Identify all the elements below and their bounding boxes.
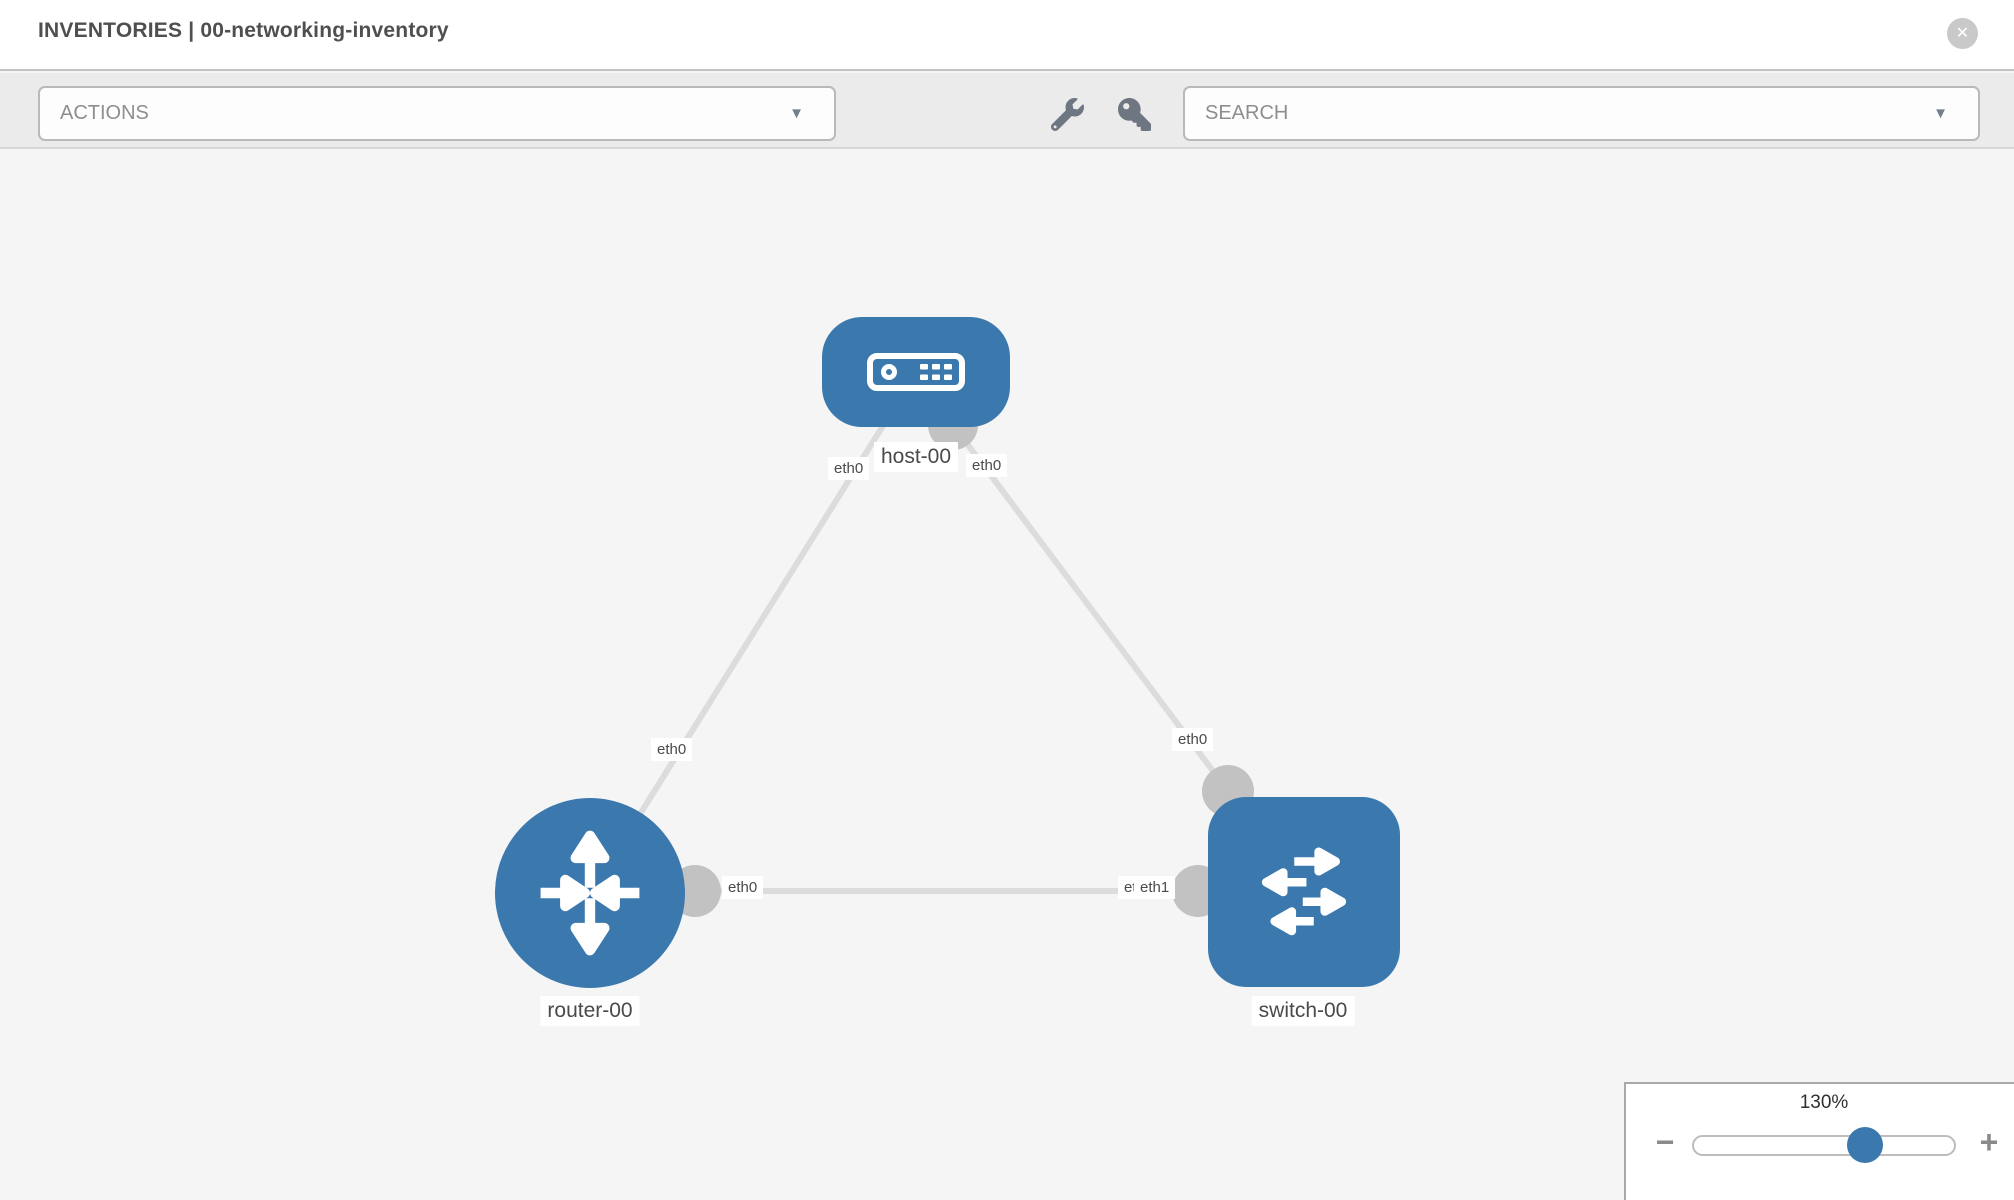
switch-arrows-icon [1261,847,1347,936]
node-host-00[interactable] [822,317,1010,427]
server-icon [867,353,965,391]
wrench-icon-glyph [1050,98,1084,132]
iface-label-switch-eth1: eth1 [1134,876,1176,899]
node-label-switch: switch-00 [1251,996,1355,1026]
node-router-00[interactable] [495,798,685,988]
zoom-control-panel: 130% − + [1624,1082,2014,1200]
iface-label-router-to-switch: eth0 [722,876,764,899]
key-icon-glyph [1118,98,1151,131]
iface-label-switch-to-host: eth0 [1172,728,1214,751]
actions-dropdown[interactable]: ACTIONS ▼ [38,86,836,141]
links-layer [587,371,1304,917]
router-arrows-icon [540,830,640,956]
close-icon[interactable]: ✕ [1947,18,1978,49]
search-dropdown[interactable]: SEARCH ▼ [1183,86,1980,141]
chevron-down-icon: ▼ [789,105,804,122]
iface-label-host-to-switch: eth0 [966,454,1008,477]
page-title: INVENTORIES | 00-networking-inventory [38,19,449,42]
zoom-in-button[interactable]: + [1979,1124,1999,1160]
node-switch-00[interactable] [1208,797,1400,987]
zoom-out-button[interactable]: − [1655,1124,1675,1160]
zoom-slider[interactable] [1692,1135,1956,1156]
wrench-icon[interactable] [1050,98,1084,132]
zoom-level-value: 130% [1799,1092,1849,1113]
node-label-host: host-00 [873,442,959,472]
zoom-slider-thumb[interactable] [1847,1127,1883,1163]
chevron-down-icon: ▼ [1933,105,1948,122]
topology-canvas[interactable]: host-00 router-00 switch-00 eth0 eth0 et… [0,151,2014,1200]
key-icon[interactable] [1118,98,1151,131]
header-bar: INVENTORIES | 00-networking-inventory ✕ [0,0,2014,71]
toolbar: ACTIONS ▼ SEARCH ▼ [0,73,2014,149]
iface-label-host-to-router: eth0 [828,457,870,480]
iface-label-router-to-host: eth0 [651,738,693,761]
search-placeholder: SEARCH [1205,102,1289,124]
node-label-router: router-00 [540,996,640,1026]
actions-dropdown-label: ACTIONS [60,102,149,124]
